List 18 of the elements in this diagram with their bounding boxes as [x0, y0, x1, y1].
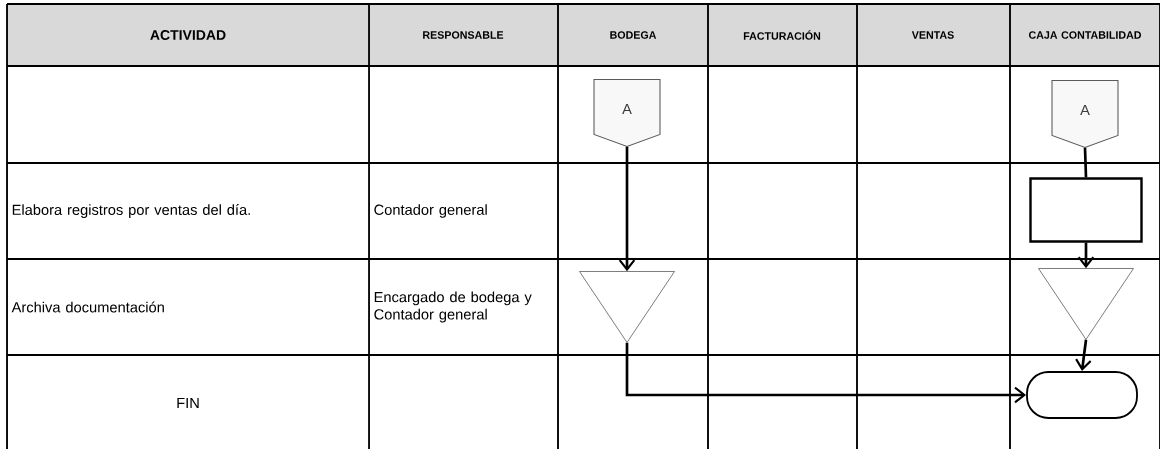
arrow [625, 342, 1027, 404]
offpage-connector: A [1051, 79, 1119, 149]
arrow [618, 146, 636, 272]
process-box [1029, 177, 1143, 243]
activity-text: FIN [177, 397, 199, 409]
table-header: ACTIVIDAD [150, 30, 226, 40]
responsible-text: Contador general [374, 204, 487, 218]
offpage-connector: A [593, 78, 661, 148]
archive-triangle [579, 271, 675, 343]
arrow [1077, 242, 1095, 269]
table-header: RESPONSABLE [423, 31, 504, 39]
arrow [1075, 339, 1092, 372]
table-header: FACTURACIÓN [743, 30, 821, 40]
activity-text: Archiva documentación [11, 301, 164, 313]
terminal-shape [1026, 371, 1138, 419]
activity-text: Elabora registros por ventas del día. [12, 204, 250, 218]
archive-triangle [1038, 268, 1134, 340]
table-header: VENTAS [911, 31, 954, 39]
